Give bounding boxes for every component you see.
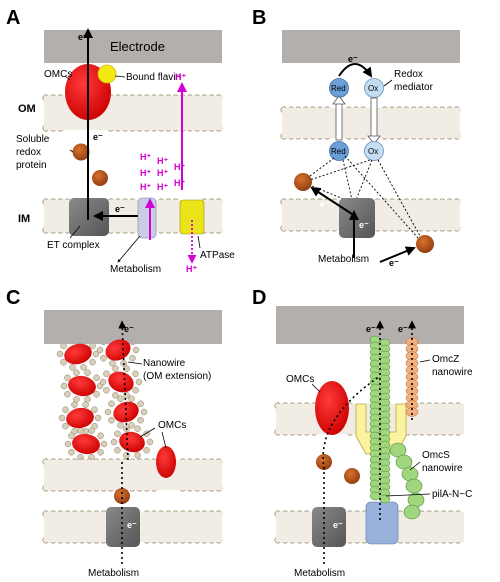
- atpase-label: ATPase: [200, 250, 235, 261]
- electron-c-top: e⁻: [124, 324, 134, 334]
- transporter-a: [137, 197, 157, 239]
- proton-a-3: H⁺: [140, 168, 151, 178]
- redox-mediator-label-1: Redox: [394, 69, 423, 80]
- electron-a-top: e⁻: [78, 32, 88, 42]
- omcs-label-a: OMCs: [44, 69, 72, 80]
- bound-flavin: [97, 64, 117, 84]
- panel-a-letter: A: [6, 7, 20, 29]
- electron-c-complex: e⁻: [127, 520, 137, 530]
- electrode-label-a: Electrode: [110, 39, 165, 54]
- omcs-label-d: OMCs: [286, 374, 314, 385]
- omcz-label-1: OmcZ: [432, 354, 459, 365]
- panel-b-letter: B: [252, 7, 266, 29]
- electron-b-center: e⁻: [359, 220, 369, 230]
- red-label-bottom: Red: [331, 147, 346, 156]
- et-complex-d: [312, 507, 346, 547]
- panel-d-letter: D: [252, 287, 266, 309]
- proton-out-a: H⁺: [186, 264, 197, 274]
- vesicle-chain-2: [105, 339, 145, 453]
- et-complex-label: ET complex: [47, 240, 100, 251]
- ox-label-bottom: Ox: [368, 147, 378, 156]
- panel-d: D OMCs e⁻ e⁻ e⁻ OmcZ nanowire OmcS nanow…: [252, 287, 473, 579]
- omcs-nanowire-label-1: OmcS: [422, 450, 450, 461]
- electron-a-im: e⁻: [115, 204, 125, 214]
- pilus-base: [365, 501, 399, 545]
- omcs-nanowire-fiber: [369, 335, 391, 504]
- nanowire-label: Nanowire: [143, 358, 186, 369]
- pila-label: pilA-N~C: [432, 489, 472, 500]
- proton-a-4: H⁺: [157, 168, 168, 178]
- bound-flavin-label: Bound flavin: [126, 72, 181, 83]
- metabolism-label-c: Metabolism: [88, 568, 139, 579]
- ox-mediator-bottom: [364, 141, 384, 161]
- electrode-d: [276, 306, 464, 344]
- electron-b-right: e⁻: [389, 258, 399, 268]
- proton-a-5: H⁺: [174, 162, 185, 172]
- soluble-label-2: redox: [16, 147, 41, 158]
- electron-a-mid: e⁻: [93, 132, 103, 142]
- red-mediator-bottom: [329, 141, 349, 161]
- om-label: OM: [18, 103, 36, 115]
- soluble-protein-c: [114, 488, 130, 504]
- ox-mediator-top: [364, 78, 384, 98]
- metabolism-label-a: Metabolism: [110, 264, 161, 275]
- omcs-d: [315, 381, 349, 435]
- omcs-c-membrane: [156, 446, 176, 478]
- panel-c-letter: C: [6, 287, 20, 309]
- omcz-label-2: nanowire: [432, 367, 473, 378]
- electrode-a: [44, 30, 222, 63]
- omcs-label-c: OMCs: [158, 420, 186, 431]
- soluble-label-1: Soluble: [16, 134, 50, 145]
- proton-a-1: H⁺: [140, 152, 151, 162]
- outer-membrane-c: [44, 460, 222, 490]
- electrode-b: [282, 30, 460, 63]
- proton-a-2: H⁺: [157, 156, 168, 166]
- red-label-top: Red: [331, 84, 346, 93]
- soluble-redox-protein-1: [72, 143, 90, 161]
- omcs-nanowire-label-2: nanowire: [422, 463, 463, 474]
- om-extension-label: (OM extension): [143, 371, 211, 382]
- proton-a-7: H⁺: [157, 182, 168, 192]
- electron-d-omcs: e⁻: [366, 324, 376, 334]
- soluble-redox-protein-2: [92, 170, 108, 186]
- metabolism-label-b: Metabolism: [318, 254, 369, 265]
- soluble-protein-b-1: [294, 173, 312, 191]
- proton-a-8: H⁺: [174, 178, 185, 188]
- metabolism-label-d: Metabolism: [294, 568, 345, 579]
- et-complex-c: [106, 507, 140, 547]
- panel-c: C e⁻ Nanowire (OM extension) OMCs e⁻ Met…: [6, 287, 222, 579]
- redox-mediator-label-2: mediator: [394, 82, 434, 93]
- soluble-label-3: protein: [16, 160, 47, 171]
- electron-b-top: e⁻: [348, 54, 358, 64]
- soluble-protein-d-2: [344, 468, 360, 484]
- panel-a: A Electrode OM IM Bound flavin OMCs Solu…: [6, 7, 235, 275]
- vesicle-chain-1: [64, 343, 100, 455]
- electrode-c: [44, 310, 222, 344]
- omcs-nanowire-branch: [389, 442, 425, 520]
- im-label: IM: [18, 213, 30, 225]
- et-complex-b: [339, 198, 375, 238]
- proton-a-6: H⁺: [140, 182, 151, 192]
- panel-b: B e⁻ Red Ox Redox mediator Red Ox e⁻: [252, 7, 460, 268]
- soluble-protein-b-2: [416, 235, 434, 253]
- proton-top-a: H⁺: [175, 72, 186, 82]
- ox-label-top: Ox: [368, 84, 378, 93]
- electron-d-complex: e⁻: [333, 520, 343, 530]
- electron-d-omcz: e⁻: [398, 324, 408, 334]
- electron-b-left: e⁻: [320, 199, 330, 209]
